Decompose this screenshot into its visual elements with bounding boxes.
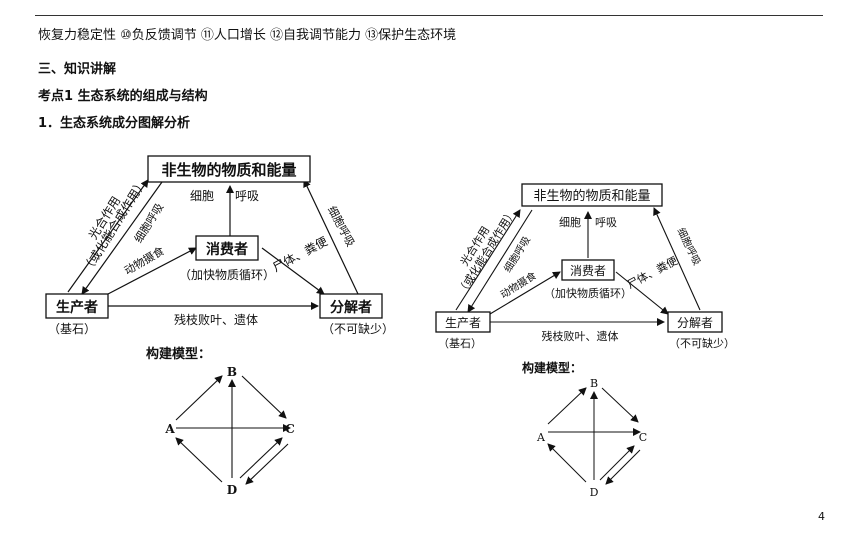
- right-diagram: 非生物的物质和能量 消费者 （加快物质循环） 生产者 （基石） 分解者 （不可缺…: [435, 183, 735, 499]
- decomposer-note: （不可缺少）: [322, 321, 394, 336]
- r-model-arrow-d-c: [599, 445, 635, 481]
- decomposer-label: 分解者: [330, 299, 372, 316]
- r-decomposer-note: （不可缺少）: [669, 336, 735, 350]
- r-respiration-label: 呼吸: [595, 216, 617, 229]
- r-cell-respiration-label: 细胞呼吸: [501, 234, 533, 275]
- model-node-b: B: [227, 365, 237, 379]
- section-heading: 三、知识讲解: [38, 62, 117, 77]
- r-consumer-box: [561, 259, 615, 281]
- r-decomposer-label: 分解者: [677, 316, 713, 330]
- r-model-arrow-c-d: [605, 449, 641, 485]
- abiotic-label: 非生物的物质和能量: [161, 161, 296, 179]
- sub-heading: 1．生态系统成分图解分析: [38, 116, 191, 131]
- r-model-arrow-a-b: [547, 387, 587, 425]
- consumer-label: 消费者: [206, 241, 248, 258]
- model-node-c: C: [285, 422, 295, 436]
- r-abiotic-box: [521, 183, 663, 207]
- model-arrow-d-a: [175, 437, 223, 483]
- r-model-arrow-d-a: [547, 443, 587, 483]
- cell-respiration-label: 细胞呼吸: [132, 201, 166, 245]
- r-producer-label: 生产者: [445, 316, 481, 330]
- model-arrow-c-d: [245, 443, 289, 485]
- model-arrow-d-c: [239, 437, 283, 479]
- r-model-node-c: C: [639, 431, 647, 444]
- arrow-producer-to-abiotic: [81, 181, 163, 295]
- residue-label: 残枝败叶、遗体: [174, 312, 258, 327]
- animal-feeding-label: 动物摄食: [121, 243, 166, 277]
- r-arrow-producer-to-abiotic: [467, 209, 533, 313]
- model-title: 构建模型：: [146, 346, 211, 362]
- decomposer-box: [319, 293, 383, 319]
- left-diagram: 非生物的物质和能量 消费者 （加快物质循环） 生产者 （基石） 分解者 （不可缺…: [45, 155, 394, 497]
- producer-box: [45, 293, 109, 319]
- consumer-note: （加快物质循环）: [179, 268, 275, 282]
- r-model-node-d: D: [590, 486, 599, 499]
- page-number: 4: [818, 510, 825, 523]
- r-arrow-consumer-to-decomposer: [615, 271, 669, 315]
- r-model-title: 构建模型：: [522, 360, 582, 375]
- r-abiotic-label: 非生物的物质和能量: [533, 188, 650, 204]
- r-decomposer-box: [667, 311, 723, 333]
- producer-label: 生产者: [56, 299, 98, 316]
- r-arrow-abiotic-to-producer: [455, 209, 521, 311]
- arrow-decomposer-to-abiotic: [303, 179, 359, 295]
- r-cell-label: 细胞: [559, 216, 581, 229]
- summary-line: 恢复力稳定性 ⑩负反馈调节 ⑪人口增长 ⑫自我调节能力 ⑬保护生态环境: [38, 28, 457, 43]
- r-model-arrow-b-c: [601, 387, 639, 423]
- model-arrow-a-b: [175, 375, 223, 421]
- r-corpse-label: 尸体、粪便: [625, 253, 680, 291]
- abiotic-box: [147, 155, 311, 183]
- model-arrow-b-c: [241, 375, 287, 419]
- producer-note: （基石）: [48, 322, 96, 336]
- r-decomposer-respiration-label: 细胞呼吸: [675, 226, 704, 268]
- cell-label: 细胞: [190, 189, 214, 203]
- consumer-box: [195, 235, 259, 261]
- r-consumer-note: （加快物质循环）: [544, 286, 632, 300]
- arrow-consumer-to-decomposer: [261, 247, 325, 295]
- r-arrow-decomposer-to-abiotic: [653, 207, 701, 311]
- header-rule: [35, 15, 823, 16]
- model-node-a: A: [164, 422, 175, 436]
- r-producer-box: [435, 311, 491, 333]
- r-animal-feeding-label: 动物摄食: [498, 269, 539, 301]
- respiration-label: 呼吸: [235, 189, 259, 203]
- model-node-d: D: [227, 483, 237, 497]
- arrow-abiotic-to-producer: [67, 179, 149, 293]
- decomposer-respiration-label: 细胞呼吸: [325, 204, 357, 249]
- corpse-label: 尸体、粪便: [270, 234, 330, 275]
- arrow-producer-to-consumer: [107, 247, 197, 295]
- r-consumer-label: 消费者: [570, 264, 606, 278]
- kaodian-heading: 考点1 生态系统的组成与结构: [38, 89, 208, 104]
- r-arrow-producer-to-consumer: [489, 271, 561, 315]
- r-model-node-b: B: [590, 377, 598, 390]
- r-producer-note: （基石）: [438, 337, 482, 350]
- r-residue-label: 残枝败叶、遗体: [542, 329, 619, 343]
- r-model-node-a: A: [536, 431, 546, 444]
